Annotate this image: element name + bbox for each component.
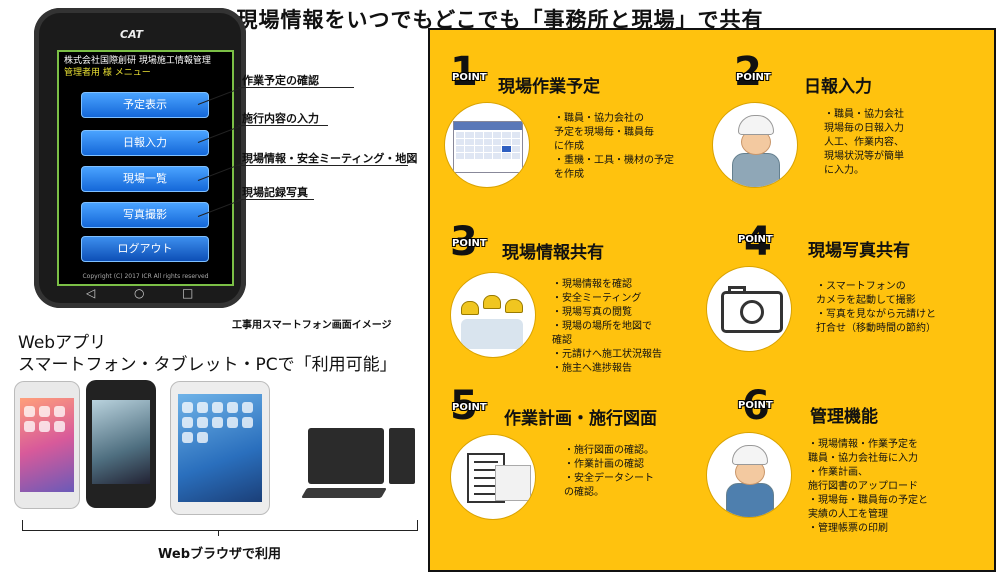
phone-caption: 工事用スマートフォン画面イメージ [232,320,392,331]
worker-icon [712,102,798,188]
point-5-desc: ・施行図面の確認。・作業計画の確認・安全データシートの確認。 [564,445,654,498]
point-5-tag: POINT [452,402,487,413]
point-2-desc: ・職員・協力会社現場毎の日報入力人工、作業内容、現場状況等が簡単に入力。 [824,109,904,176]
home-icon[interactable]: ○ [134,286,145,300]
point-6-tag: POINT [738,400,773,411]
point-5-title: 作業計画・施行図面 [504,409,657,429]
recent-apps-icon[interactable]: □ [182,286,194,300]
document-icon [450,434,536,520]
point-5-number: 5 [450,383,478,429]
features-panel: 1 POINT 現場作業予定 ・職員・協力会社の予定を現場毎・職員毎に作成・重機… [428,28,996,572]
point-1-tag: POINT [452,72,487,83]
point-2-number: 2 [734,49,762,95]
company-name: 株式会社国際創研 現場施工情報管理 [64,56,211,66]
pc-monitor-image [308,428,384,484]
point-1-title: 現場作業予定 [498,77,600,97]
point-3-number: 3 [450,219,478,265]
point-4-tag: POINT [738,234,773,245]
callout-site-info: 現場情報・安全ミーティング・地図 [242,152,418,165]
manager-icon [706,432,792,518]
callout-work-input: 施行内容の入力 [242,112,319,125]
point-1-desc: ・職員・協力会社の予定を現場毎・職員毎に作成・重機・工具・機材の予定を作成 [554,113,674,180]
point-2-title: 日報入力 [804,77,872,97]
team-meeting-icon [450,272,536,358]
calendar-icon [444,102,530,188]
callout-schedule: 作業予定の確認 [242,74,319,87]
point-6-title: 管理機能 [810,407,878,427]
point-4-number: 4 [744,219,772,265]
camera-icon [706,266,792,352]
point-3-tag: POINT [452,238,487,249]
browser-caption: Webブラウザで利用 [158,547,281,562]
copyright-text: Copyright (C) 2017 ICR All rights reserv… [82,273,209,280]
point-3-title: 現場情報共有 [502,243,604,263]
webapp-heading: Webアプリ [18,333,107,353]
phone-brand-logo: CAT [120,28,144,41]
bracket-line [22,520,418,531]
webapp-devices-text: スマートフォン・タブレット・PCで「利用可能」 [18,355,397,375]
menu-logout-button[interactable]: ログアウト [81,236,209,262]
point-2-tag: POINT [736,72,771,83]
menu-schedule-button[interactable]: 予定表示 [81,92,209,118]
menu-photo-button[interactable]: 写真撮影 [81,202,209,228]
menu-daily-report-button[interactable]: 日報入力 [81,130,209,156]
cat-phone-image [86,380,156,508]
point-3-desc: ・現場情報を確認・安全ミーティング・現場写真の閲覧・現場の場所を地図で確認・元請… [552,279,662,374]
menu-site-list-button[interactable]: 現場一覧 [81,166,209,192]
point-4-title: 現場写真共有 [808,241,910,261]
point-6-number: 6 [742,383,770,429]
phone-screen: 株式会社国際創研 現場施工情報管理 管理者用 様 メニュー 予定表示 日報入力 … [57,50,234,286]
keyboard-image [301,488,387,498]
point-6-desc: ・現場情報・作業予定を職員・協力会社毎に入力・作業計画、施行図書のアップロード・… [808,439,928,534]
point-1-number: 1 [450,49,478,95]
tablet-image [170,381,270,515]
callout-photos: 現場記録写真 [242,186,308,199]
back-icon[interactable]: ◁ [86,286,96,300]
iphone-image [14,381,80,509]
user-label: 管理者用 様 メニュー [64,68,151,78]
point-4-desc: ・スマートフォンのカメラを起動して撮影・写真を見ながら元請けと打合せ（移動時間の… [816,281,936,334]
pc-tower-image [389,428,415,484]
